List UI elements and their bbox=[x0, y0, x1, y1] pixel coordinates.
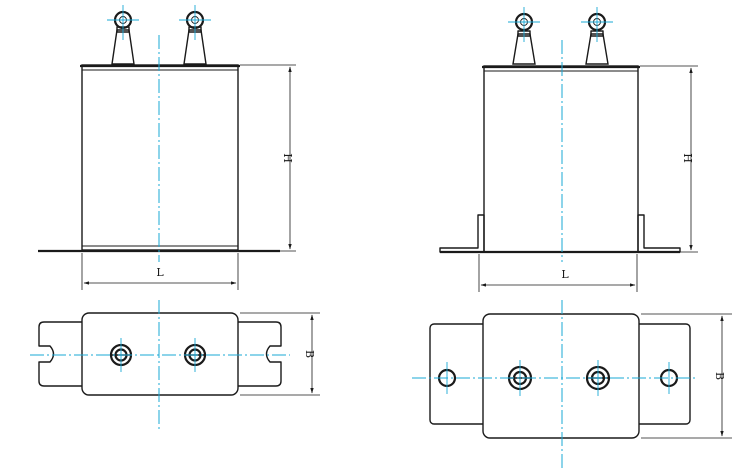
capacitor-body bbox=[483, 65, 639, 253]
top-view-left: B bbox=[30, 300, 320, 430]
dimension-label-l: L bbox=[561, 268, 569, 281]
dimension-label-b: B bbox=[713, 372, 726, 380]
dimension-label-h: H bbox=[281, 153, 294, 163]
dimension-label-b: B bbox=[303, 350, 316, 358]
capacitor-body-top bbox=[81, 312, 239, 396]
top-view-right: B bbox=[412, 300, 732, 470]
slotted-flange bbox=[38, 321, 82, 387]
terminal-right bbox=[179, 5, 211, 65]
capacitor-body-top bbox=[482, 313, 640, 439]
terminal-left bbox=[508, 7, 540, 65]
dimension-label-h: H bbox=[681, 153, 694, 163]
side-view-right: H L bbox=[439, 7, 698, 292]
mounting-bracket bbox=[439, 214, 485, 253]
capacitor-body bbox=[81, 64, 239, 251]
terminal-right bbox=[581, 7, 613, 65]
side-view-left: H L bbox=[38, 5, 296, 290]
dimension-label-l: L bbox=[156, 266, 164, 279]
terminal-left bbox=[107, 5, 139, 65]
